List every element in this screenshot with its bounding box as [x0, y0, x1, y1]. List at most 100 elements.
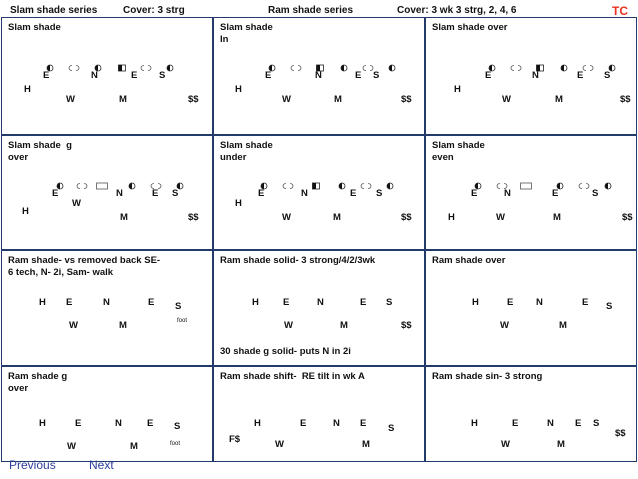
player-label: W: [275, 439, 284, 450]
player-label: M: [130, 441, 138, 452]
player-label: N: [116, 188, 123, 199]
half-filled-circle-icon: [386, 59, 398, 72]
player-label: N: [504, 188, 511, 199]
player-label: S: [604, 70, 611, 81]
half-filled-square-icon: [534, 59, 546, 72]
player-label: W: [496, 212, 505, 223]
player-label: S: [159, 70, 166, 81]
header-bar: Slam shade series Cover: 3 strg Ram shad…: [0, 0, 638, 18]
open-circle-icon: [290, 59, 302, 71]
half-filled-circle-icon: [126, 177, 138, 190]
open-circle-icon: [578, 177, 590, 189]
open-circle-icon: [510, 59, 522, 71]
open-circle-icon: [362, 59, 374, 71]
player-label: E: [507, 297, 514, 308]
open-circle-icon: [360, 177, 372, 189]
player-label: H: [235, 84, 242, 95]
player-label: W: [72, 198, 81, 209]
player-label: H: [22, 206, 29, 217]
half-filled-circle-icon: [164, 59, 176, 72]
formation-title: Ram shade g over: [8, 371, 68, 394]
open-circle-icon: [582, 59, 594, 71]
half-filled-square-icon: [116, 59, 128, 72]
formation-title: Slam shade under: [220, 140, 273, 163]
player-label: E: [360, 418, 367, 429]
player-label: H: [472, 297, 479, 308]
half-filled-circle-icon: [554, 177, 566, 190]
player-label: E: [66, 297, 73, 308]
ram-series-title: Ram shade series: [268, 5, 354, 16]
player-label: N: [301, 188, 308, 199]
player-label: M: [334, 94, 342, 105]
player-label: E: [147, 418, 154, 429]
player-label: M: [362, 439, 370, 450]
player-label: S: [175, 301, 182, 312]
half-filled-circle-icon: [338, 59, 350, 72]
player-label: M: [119, 320, 127, 331]
formation-note: 30 shade g solid- puts N in 2i: [220, 346, 351, 357]
player-label: S: [386, 297, 393, 308]
player-label: N: [103, 297, 110, 308]
player-label: W: [282, 94, 291, 105]
tc-label: TC: [612, 4, 628, 18]
player-label: S: [373, 70, 380, 81]
player-label: $$: [615, 428, 626, 439]
player-label: H: [39, 418, 46, 429]
formation-title: Slam shade even: [432, 140, 485, 163]
formation-title: Slam shade g over: [8, 140, 72, 163]
player-label: N: [333, 418, 340, 429]
player-label: S: [606, 301, 613, 312]
slam-series-title: Slam shade series: [10, 5, 98, 16]
player-label: W: [282, 212, 291, 223]
player-label: $$: [401, 212, 412, 223]
player-label: H: [454, 84, 461, 95]
previous-link[interactable]: Previous: [9, 458, 56, 472]
player-label: F$: [229, 434, 241, 445]
player-label: $$: [188, 94, 199, 105]
player-label: E: [577, 70, 584, 81]
open-circle-icon: [150, 177, 162, 189]
player-label: M: [555, 94, 563, 105]
player-label: W: [69, 320, 78, 331]
player-label: W: [500, 320, 509, 331]
player-label: N: [115, 418, 122, 429]
player-label: S: [593, 418, 600, 429]
half-filled-circle-icon: [486, 59, 498, 72]
formation-cell: Ram shade- vs removed back SE- 6 tech, N…: [1, 250, 213, 366]
player-label: M: [340, 320, 348, 331]
player-label: N: [536, 297, 543, 308]
player-label: E: [265, 70, 272, 81]
half-filled-circle-icon: [606, 59, 618, 72]
player-label: foot: [170, 441, 181, 447]
player-label: N: [532, 70, 539, 81]
formation-title: Ram shade sin- 3 strong: [432, 371, 543, 382]
player-label: M: [120, 212, 128, 223]
formation-title: Ram shade over: [432, 255, 506, 266]
open-circle-icon: [76, 177, 88, 189]
next-link[interactable]: Next: [89, 458, 114, 472]
player-label: H: [39, 297, 46, 308]
half-filled-circle-icon: [174, 177, 186, 190]
player-label: E: [152, 188, 159, 199]
player-label: S: [388, 423, 395, 434]
player-label: $$: [401, 320, 412, 331]
player-label: E: [300, 418, 307, 429]
player-label: E: [148, 297, 155, 308]
player-label: N: [315, 70, 322, 81]
player-label: H: [24, 84, 31, 95]
player-label: E: [575, 418, 582, 429]
player-label: E: [485, 70, 492, 81]
player-label: foot: [177, 318, 188, 324]
open-box-icon: [96, 177, 108, 190]
formation-title: Ram shade solid- 3 strong/4/2/3wk: [220, 255, 376, 266]
slam-cover-text: Cover: 3 strg: [123, 5, 185, 16]
half-filled-circle-icon: [92, 59, 104, 72]
